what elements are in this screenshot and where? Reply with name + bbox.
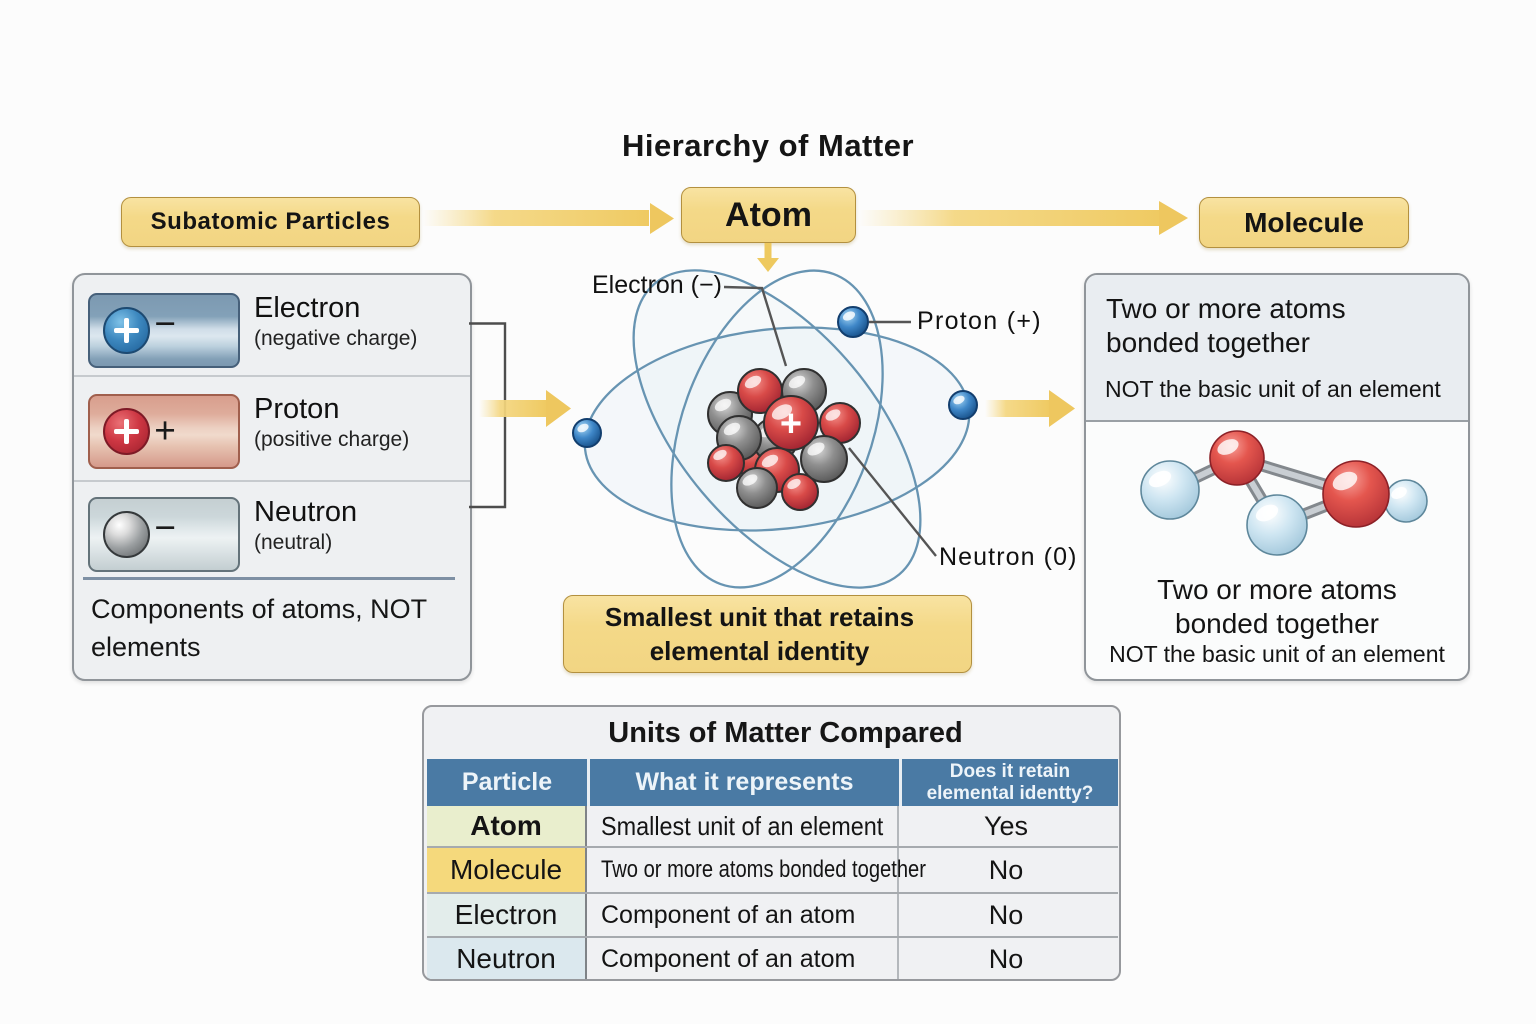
svg-text:+: + xyxy=(780,403,802,445)
